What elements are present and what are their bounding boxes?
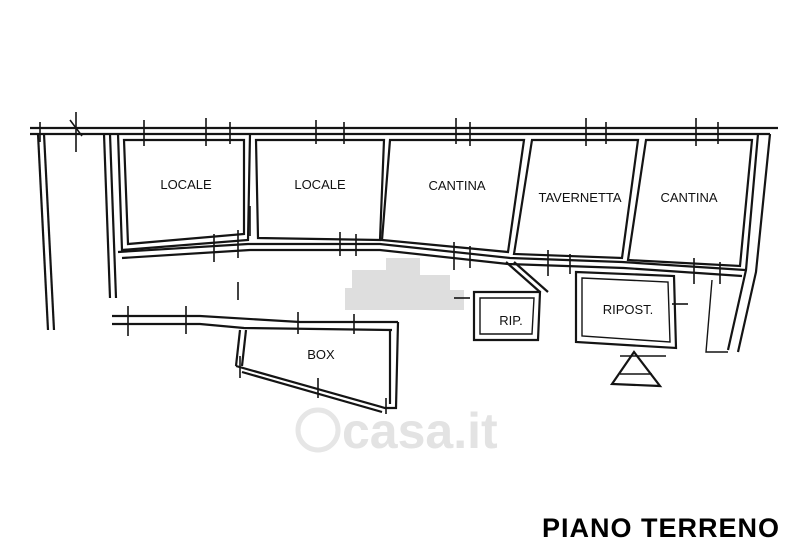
room-labels: LOCALE LOCALE CANTINA TAVERNETTA CANTINA… [160,177,718,362]
watermark-logo-icon [295,407,341,453]
watermark: casa.it [295,258,498,459]
room-label-ripost: RIPOST. [603,302,654,317]
room-label-cantina-2: CANTINA [660,190,717,205]
room-label-box: BOX [307,347,335,362]
floor-title: PIANO TERRENO [542,513,780,543]
dimension-ticks [39,112,721,414]
room-label-cantina-1: CANTINA [428,178,485,193]
watermark-building-icon [345,258,464,310]
room-label-tavernetta: TAVERNETTA [538,190,621,205]
room-label-locale-1: LOCALE [160,177,212,192]
walls [30,126,778,414]
room-label-locale-2: LOCALE [294,177,346,192]
room-label-rip: RIP. [499,313,523,328]
watermark-text: casa.it [342,403,498,459]
